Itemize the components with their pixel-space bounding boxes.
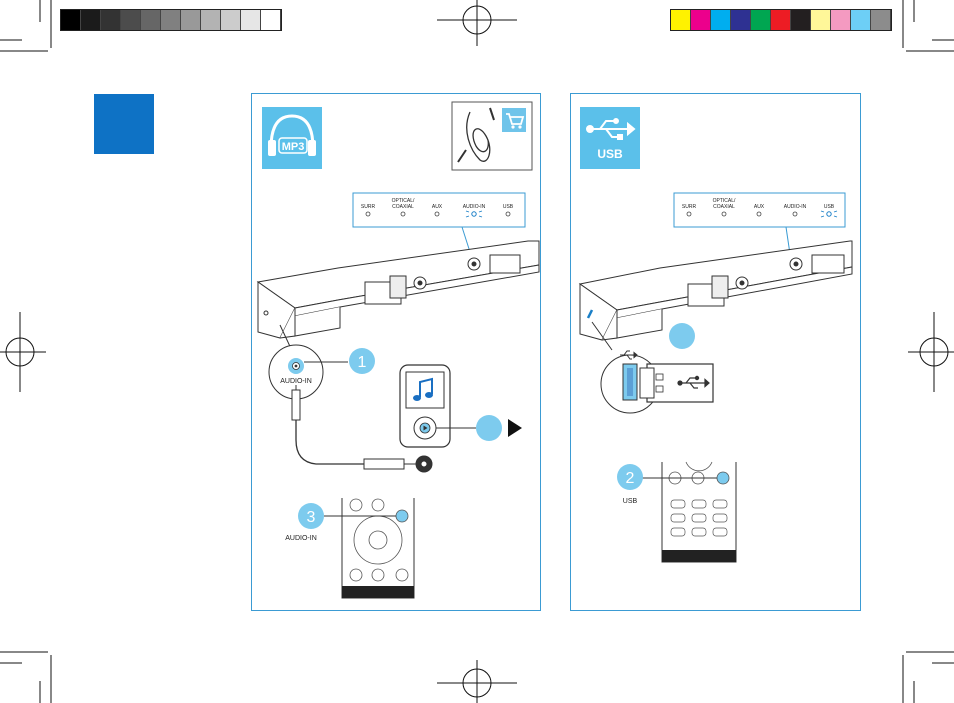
audio-in-port-label: AUDIO-IN <box>280 378 312 385</box>
mp3-tile: MP3 <box>262 107 322 169</box>
indicator-audioin-label: AUDIO-IN <box>784 204 807 210</box>
indicator-aux-label: AUX <box>432 204 443 210</box>
step-2-number: 2 <box>626 470 635 487</box>
indicator-coaxial-label: COAXIAL <box>392 204 414 210</box>
step-1-badge: 1 <box>349 348 375 374</box>
indicator-surr-label: SURR <box>361 204 376 210</box>
registration-mark-right <box>908 312 954 392</box>
remote-usb-button <box>717 472 729 484</box>
indicator-usb-label: USB <box>824 204 835 210</box>
indicator-panel-left: SURR OPTICAL/ COAXIAL AUX AUDIO-IN USB <box>353 193 525 252</box>
usb-tile-label: USB <box>597 147 623 161</box>
remote-usb-label: USB <box>623 498 638 505</box>
step-play-badge <box>476 415 502 441</box>
remote-control-right <box>641 462 736 562</box>
registration-mark-top <box>437 0 517 46</box>
step-3-badge: 3 <box>298 503 324 529</box>
registration-mark-bottom <box>437 660 517 703</box>
remote-audio-in-button <box>396 510 408 522</box>
mp3-tile-label: MP3 <box>282 141 305 153</box>
play-icon <box>508 419 522 437</box>
indicator-panel-right: SURR OPTICAL/ COAXIAL AUX AUDIO-IN USB <box>674 193 845 254</box>
usb-flash-drive <box>640 364 713 402</box>
step-3-number: 3 <box>307 509 316 526</box>
step-2-badge: 2 <box>617 464 643 490</box>
indicator-usb-label: USB <box>503 204 514 210</box>
soundbar-right <box>580 241 852 340</box>
mp3-player <box>400 365 476 447</box>
usb-tile: USB <box>580 107 640 169</box>
indicator-aux-label: AUX <box>754 204 765 210</box>
step-1-number: 1 <box>358 354 367 371</box>
remote-audio-in-label: AUDIO-IN <box>285 535 317 542</box>
cart-icon <box>502 108 526 132</box>
indicator-surr-label: SURR <box>682 204 697 210</box>
indicator-coaxial-label: COAXIAL <box>713 204 735 210</box>
soundbar-left <box>258 241 539 338</box>
step-usb-insert-badge <box>669 323 695 349</box>
registration-mark-left <box>0 312 46 392</box>
remote-control-left <box>324 498 414 598</box>
indicator-audioin-label: AUDIO-IN <box>463 204 486 210</box>
